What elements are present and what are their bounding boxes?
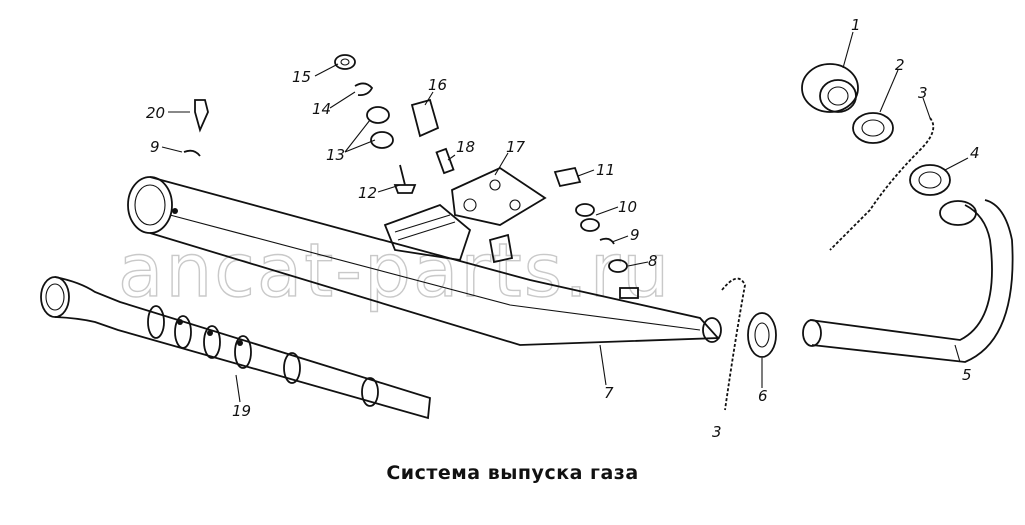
- part-3-sealing-cord: [721, 117, 935, 411]
- label-4: 4: [970, 144, 980, 162]
- watermark: ancat-parts.ru: [118, 228, 671, 314]
- label-19: 19: [232, 402, 251, 420]
- diagram-caption: Система выпуска газа: [386, 462, 639, 484]
- label-1: 1: [851, 16, 861, 34]
- label-9-right: 9: [630, 226, 640, 244]
- fasteners: [183, 54, 628, 273]
- part-5-exhaust-pipe: [802, 199, 1014, 363]
- label-12: 12: [358, 184, 377, 202]
- gaskets: [852, 112, 951, 196]
- part-6-clamp-nut: [747, 312, 777, 358]
- label-5: 5: [962, 366, 972, 384]
- label-7: 7: [604, 384, 614, 402]
- label-2: 2: [895, 56, 905, 74]
- label-15: 15: [292, 68, 311, 86]
- label-14: 14: [312, 100, 331, 118]
- label-8: 8: [648, 252, 658, 270]
- part-labels: 1 2 3 4 5 6 3 7 8 9 10 11 17 18 16 15 14…: [146, 16, 980, 441]
- label-18: 18: [456, 138, 475, 156]
- label-16: 16: [428, 76, 447, 94]
- part-7-muffler: [127, 176, 722, 346]
- label-3-lower: 3: [712, 423, 722, 441]
- label-9-left: 9: [150, 138, 160, 156]
- label-10: 10: [618, 198, 637, 216]
- part-1-union-nut: [801, 63, 859, 113]
- label-6: 6: [758, 387, 768, 405]
- leader-lines: [161, 31, 969, 403]
- label-13: 13: [326, 146, 345, 164]
- part-19-resonator-tube: [40, 276, 431, 420]
- label-20: 20: [146, 104, 165, 122]
- label-11: 11: [596, 161, 615, 179]
- label-3-upper: 3: [918, 84, 928, 102]
- part-17-bracket: [451, 166, 547, 226]
- label-17: 17: [506, 138, 526, 156]
